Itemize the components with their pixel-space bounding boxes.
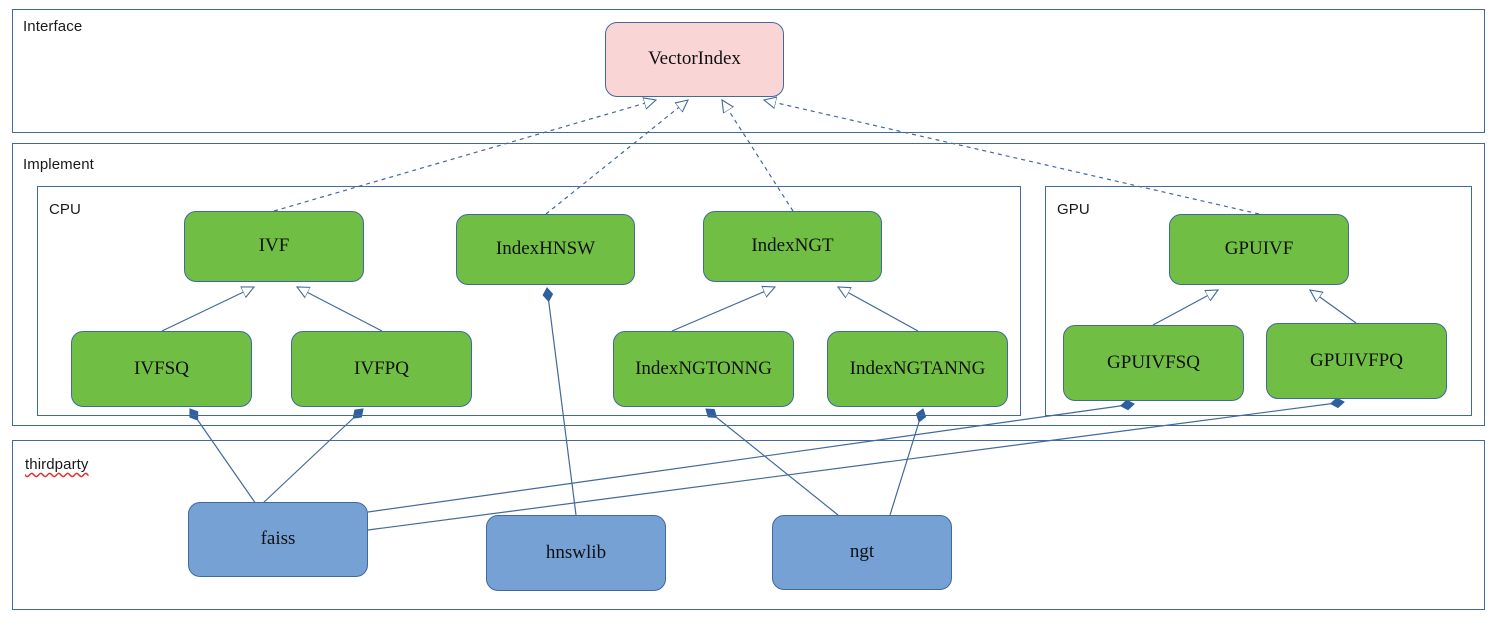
edge-indexngt-to-vectorindex [722,100,794,212]
edge-indexngtanng-to-indexngt [838,287,919,332]
edge-faiss-to-gpuivfsq [367,404,1134,513]
group-label-cpu: CPU [49,201,81,218]
node-indexngtonng[interactable]: IndexNGTONNG [613,331,794,407]
node-vectorindex[interactable]: VectorIndex [605,22,784,97]
node-ivf[interactable]: IVF [184,211,364,282]
node-gpuivfpq[interactable]: GPUIVFPQ [1266,323,1447,399]
edge-faiss-to-ivfpq [261,409,363,505]
node-ivfpq[interactable]: IVFPQ [291,331,472,407]
node-indexngtanng[interactable]: IndexNGTANNG [827,331,1008,407]
node-indexngt[interactable]: IndexNGT [703,211,882,282]
node-faiss[interactable]: faiss [188,502,368,577]
group-thirdparty [12,440,1485,610]
group-interface [12,9,1485,133]
edge-ngt-to-indexngtanng [889,409,923,516]
edge-gpuivfpq-to-gpuivf [1310,290,1357,324]
group-label-gpu: GPU [1057,201,1090,218]
edge-faiss-to-gpuivfpq [367,402,1344,531]
node-indexhnsw[interactable]: IndexHNSW [456,214,635,285]
node-gpuivfsq[interactable]: GPUIVFSQ [1063,325,1244,401]
group-label-implement: Implement [23,156,94,173]
group-label-interface: Interface [23,18,83,35]
node-gpuivf[interactable]: GPUIVF [1169,214,1349,285]
node-hnswlib[interactable]: hnswlib [486,515,666,591]
node-ngt[interactable]: ngt [772,515,952,590]
edge-faiss-to-ivfsq [190,409,257,505]
edge-ivf-to-vectorindex [273,100,656,212]
edge-indexngtonng-to-indexngt [671,287,775,332]
group-label-thirdparty: thirdparty [25,456,89,473]
group-gpu [1045,186,1472,416]
edge-indexhnsw-to-vectorindex [545,100,688,215]
group-cpu [37,186,1021,416]
edge-ivfsq-to-ivf [161,287,254,332]
edge-hnswlib-to-indexhnsw [547,288,577,516]
edge-ivfpq-to-ivf [297,287,383,332]
edge-ngt-to-indexngtonng [706,409,839,516]
group-implement [12,143,1485,426]
node-ivfsq[interactable]: IVFSQ [71,331,252,407]
edge-gpuivfsq-to-gpuivf [1152,290,1218,326]
